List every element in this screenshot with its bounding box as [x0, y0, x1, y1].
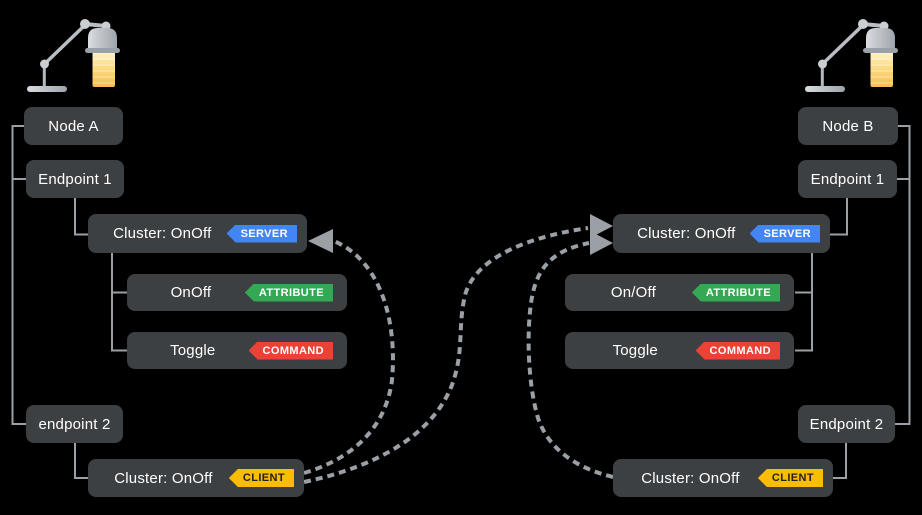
endpoint-2-box-right: Endpoint 2 — [798, 405, 895, 443]
lamp-head-rim — [85, 48, 120, 53]
cluster-client-label-left: Cluster: OnOff — [114, 469, 213, 487]
command-toggle-box-right: Toggle COMMAND — [565, 332, 794, 369]
arrowheads — [308, 214, 613, 255]
command-label-right: Toggle — [612, 342, 658, 359]
endpoint-1-label-left: Endpoint 1 — [38, 170, 112, 188]
node-a-tree-line — [11, 125, 26, 425]
node-a-label: Node A — [48, 117, 99, 135]
endpoint1-left-to-server-line — [74, 198, 88, 236]
lamp-post — [820, 65, 824, 87]
command-badge-right: COMMAND — [695, 341, 780, 360]
lamp-head — [88, 28, 117, 50]
attribute-onoff-box-right: On/Off ATTRIBUTE — [565, 274, 794, 311]
lamp-base — [805, 86, 845, 92]
attribute-badge-left: ATTRIBUTE — [244, 283, 333, 302]
attribute-badge-right: ATTRIBUTE — [691, 283, 780, 302]
lamp-joint — [858, 19, 868, 29]
server-badge-left: SERVER — [226, 224, 297, 243]
cluster-onoff-server-box-left: Cluster: OnOff SERVER — [88, 214, 307, 253]
endpoint-1-label-right: Endpoint 1 — [810, 170, 885, 188]
endpoint1-right-to-server-line — [830, 198, 848, 236]
attribute-label-left: OnOff — [170, 284, 212, 301]
endpoint2-left-to-client-line — [74, 443, 88, 479]
arrowhead-into-right-server-top — [590, 214, 613, 238]
desk-lamp-icon — [805, 19, 898, 92]
desk-lamp-icon — [27, 19, 120, 92]
lamp-post — [42, 65, 46, 87]
lamp-arm — [821, 23, 865, 66]
lamp-arm — [43, 23, 87, 66]
lamp-head-rim — [863, 48, 898, 53]
client-badge-right: CLIENT — [757, 469, 823, 487]
lamp-base — [27, 86, 67, 92]
endpoint-2-label-right: Endpoint 2 — [809, 415, 884, 433]
node-b-label: Node B — [822, 117, 874, 135]
endpoint-1-box-right: Endpoint 1 — [798, 160, 897, 198]
endpoint-1-box-left: Endpoint 1 — [26, 160, 124, 198]
lamp-joint — [40, 59, 49, 69]
endpoint2-right-to-client-line — [833, 443, 847, 479]
lamp-head — [866, 28, 895, 50]
cluster-onoff-client-box-right: Cluster: OnOff CLIENT — [613, 459, 833, 497]
attribute-label-right: On/Off — [610, 284, 656, 301]
endpoint-2-label-left: endpoint 2 — [38, 415, 111, 433]
server-badge-right: SERVER — [749, 224, 820, 243]
node-b-box: Node B — [798, 107, 898, 145]
server-left-children-line — [111, 253, 127, 352]
beam-stripes — [92, 58, 115, 84]
cluster-onoff-server-box-right: Cluster: OnOff SERVER — [613, 214, 830, 253]
cluster-server-label-right: Cluster: OnOff — [637, 225, 736, 242]
attribute-onoff-box-left: OnOff ATTRIBUTE — [127, 274, 347, 311]
cluster-client-label-right: Cluster: OnOff — [641, 469, 740, 487]
arrowhead-into-right-server-bottom — [590, 231, 613, 255]
lamp-light-beam — [92, 50, 115, 87]
cluster-server-label-left: Cluster: OnOff — [113, 225, 212, 242]
command-toggle-box-left: Toggle COMMAND — [127, 332, 347, 369]
lamp-joint — [818, 59, 827, 69]
node-b-tree-line — [895, 125, 911, 425]
command-badge-left: COMMAND — [248, 341, 333, 360]
client-badge-left: CLIENT — [228, 469, 294, 487]
cluster-onoff-client-box-left: Cluster: OnOff CLIENT — [88, 459, 304, 497]
arrowhead-into-left-server — [308, 229, 333, 253]
lamp-joint — [80, 19, 90, 29]
node-a-box: Node A — [24, 107, 123, 145]
beam-stripes — [870, 58, 893, 84]
lamp-light-beam — [870, 50, 893, 87]
endpoint-2-box-left: endpoint 2 — [26, 405, 123, 443]
server-right-children-line — [795, 253, 813, 352]
command-label-left: Toggle — [170, 342, 216, 359]
